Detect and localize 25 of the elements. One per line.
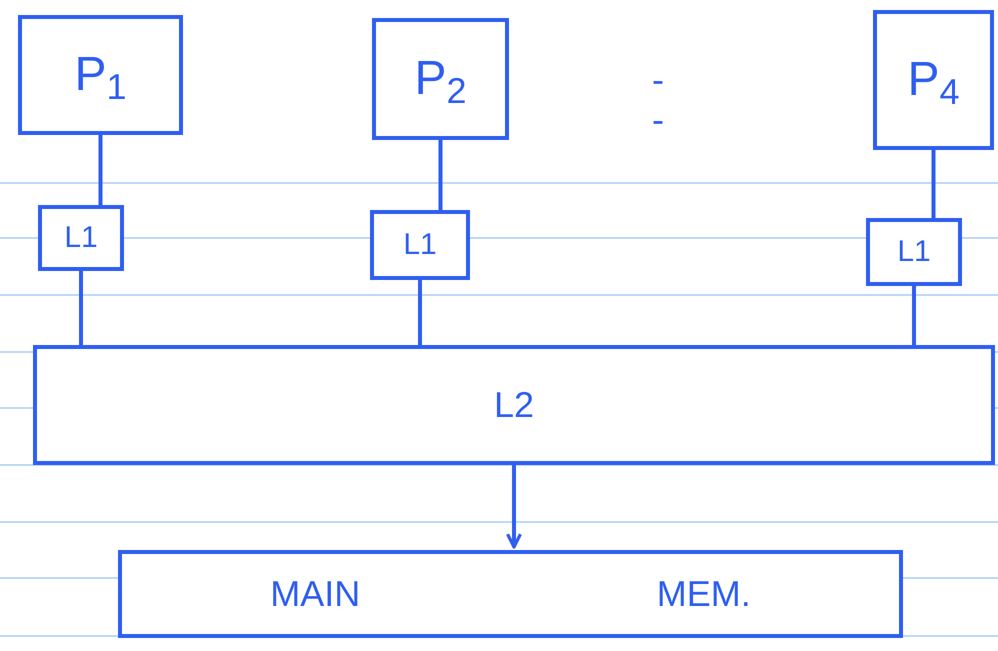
connector-line [438,140,442,210]
cache-box [370,210,470,280]
cache-box [38,205,124,271]
node-label: MAIN [270,574,360,614]
node-label: MEM. [656,574,751,614]
cache-box [866,218,962,286]
connector-line [418,280,422,345]
node-label: L2 [494,385,534,425]
processor-box [372,18,509,140]
node-label: L1 [403,227,437,263]
connector-line [912,286,916,345]
node-label: P$_{1}$ [74,51,127,99]
processor-box [873,10,994,150]
node-label: L1 [897,234,931,270]
connector-line [932,150,936,218]
ellipsis-label: - - [651,60,719,140]
memory-bar [118,550,903,638]
arrow [506,465,522,549]
node-label: P$_{4}$ [907,56,960,104]
cache-bar [33,345,995,465]
connector-line [79,271,83,345]
node-label: L1 [64,220,98,256]
processor-box [18,15,183,135]
connector-line [98,135,102,205]
node-label: P$_{2}$ [414,55,467,103]
